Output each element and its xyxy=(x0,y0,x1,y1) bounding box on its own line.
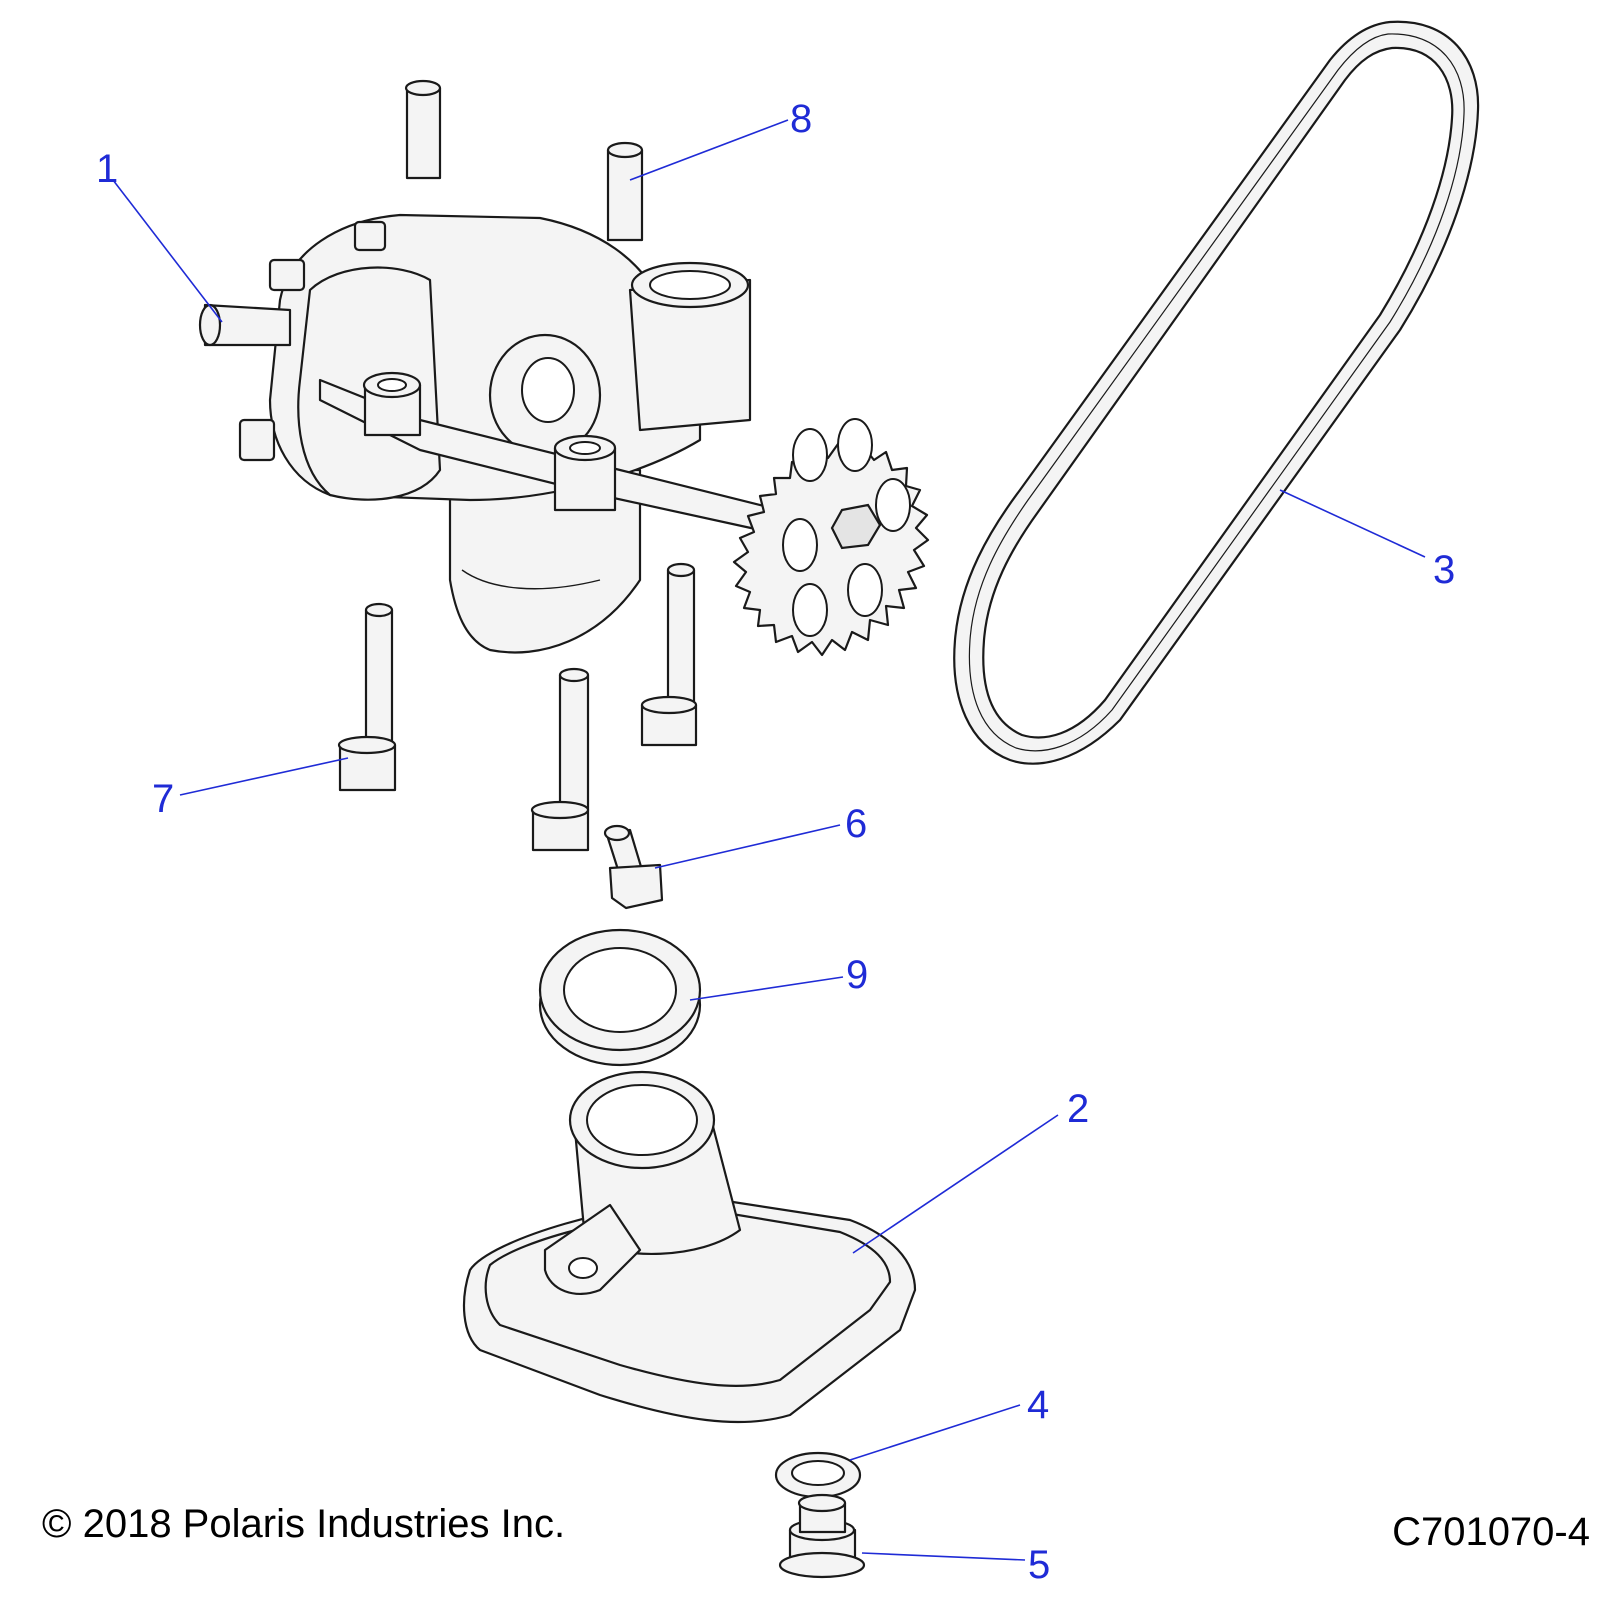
leader-2 xyxy=(852,1114,1059,1254)
callout-4: 4 xyxy=(1027,1383,1049,1427)
callout-1: 1 xyxy=(96,147,118,191)
leader-9 xyxy=(689,976,844,1001)
leader-6 xyxy=(654,824,841,869)
callout-5: 5 xyxy=(1028,1543,1050,1587)
copyright-notice: © 2018 Polaris Industries Inc. xyxy=(42,1502,566,1546)
oil-pump-assembly xyxy=(198,213,782,654)
drawing-number: C701070-4 xyxy=(1392,1510,1590,1554)
dowel-pins xyxy=(404,79,644,242)
oil-pickup-strainer xyxy=(462,1070,917,1424)
leader-8 xyxy=(629,119,789,181)
callout-9: 9 xyxy=(846,953,868,997)
pickup-seal xyxy=(538,928,702,1067)
callout-numbers: 1 2 3 4 5 6 7 8 9 xyxy=(96,97,1455,1587)
callout-6: 6 xyxy=(845,802,867,846)
leader-4 xyxy=(849,1404,1021,1461)
drive-belt xyxy=(953,20,1480,765)
callout-leaders xyxy=(112,119,1426,1561)
leader-5 xyxy=(861,1552,1026,1561)
callout-3: 3 xyxy=(1433,548,1455,592)
drain-plug-washer xyxy=(774,1451,862,1499)
drain-plug xyxy=(778,1493,866,1579)
flange-bolts xyxy=(337,562,698,852)
pump-drive-sprocket xyxy=(732,418,930,657)
leader-1 xyxy=(112,179,223,323)
callout-2: 2 xyxy=(1067,1087,1089,1131)
callout-7: 7 xyxy=(152,777,174,821)
callout-8: 8 xyxy=(790,97,812,141)
leader-3 xyxy=(1279,489,1426,558)
pickup-bolt xyxy=(603,824,664,910)
leader-7 xyxy=(179,757,349,796)
